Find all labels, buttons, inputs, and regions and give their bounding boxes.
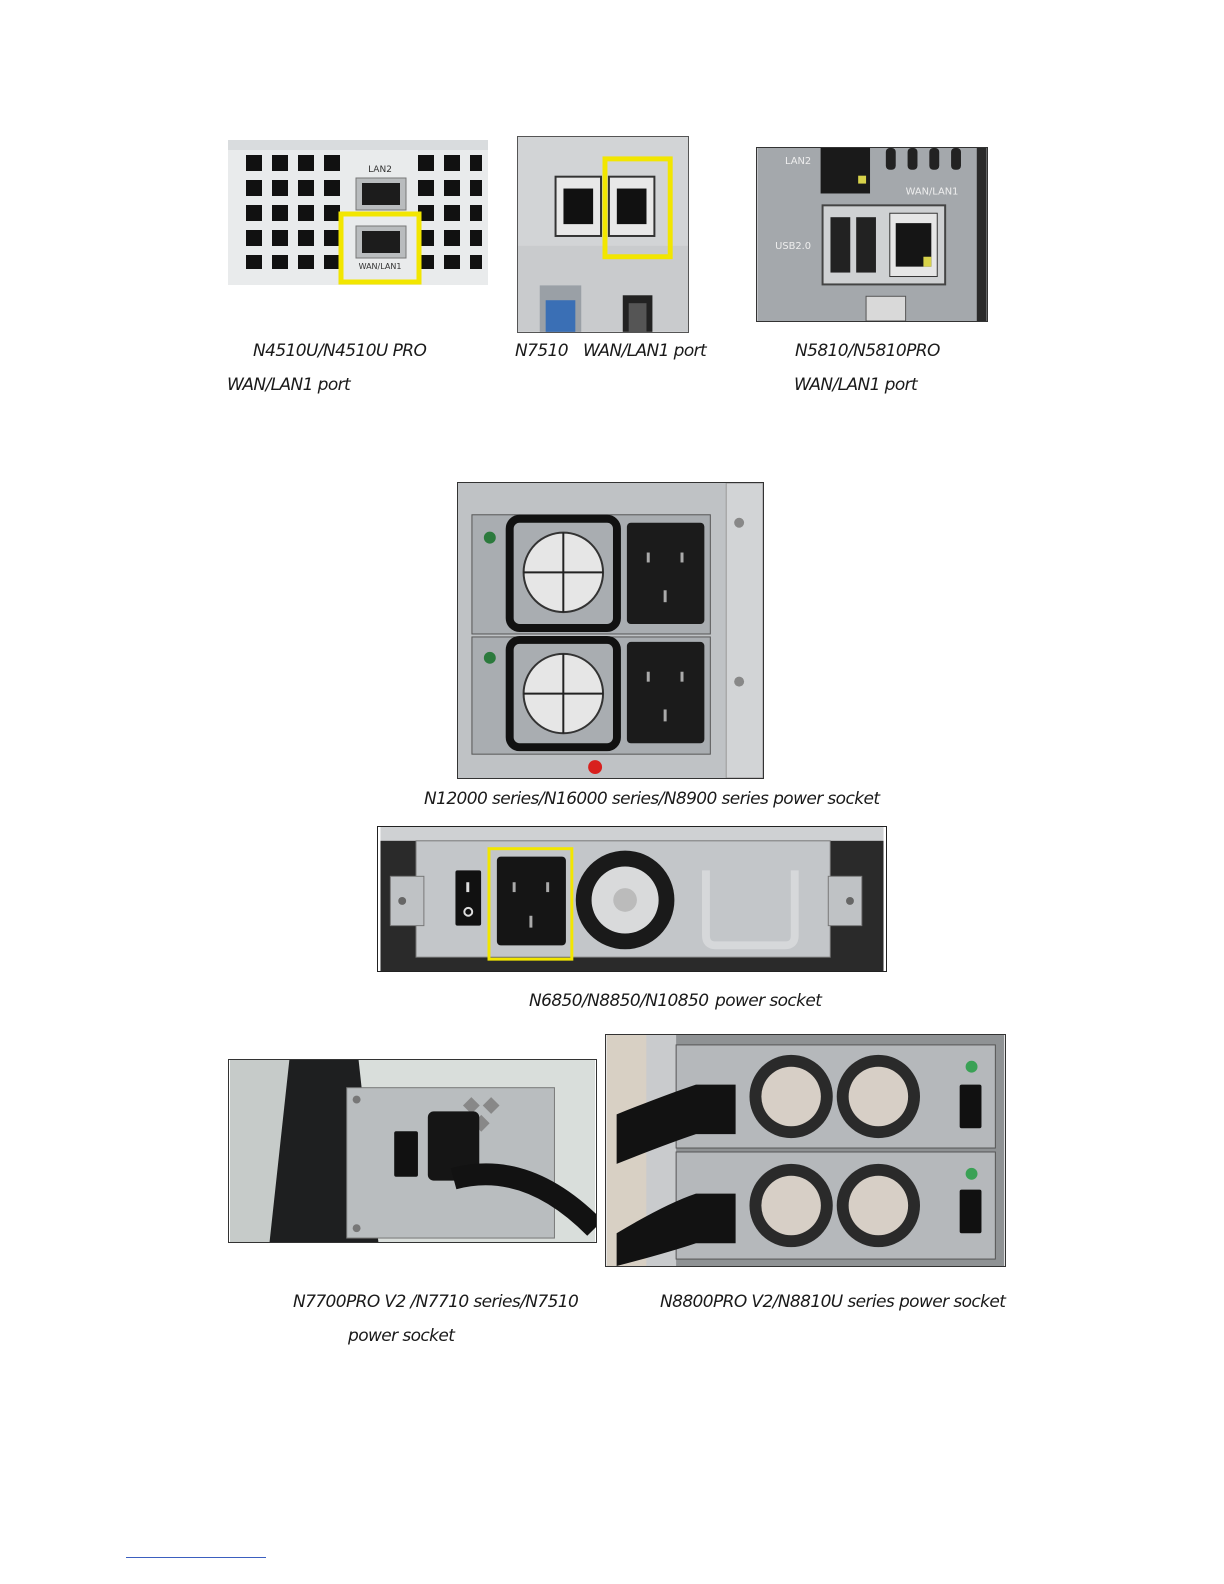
n8800-illustration [606,1035,1005,1266]
caption-n7510-model: N7510 [515,341,568,361]
photo-n6850-power-supply [377,826,887,972]
caption-n5810-port: WAN/LAN1 port [794,375,917,395]
photo-n4510u-rear-ports: LAN2 WAN/LAN1 [228,140,488,285]
photo-n7510-rear-ports [517,136,689,333]
caption-n8800: N8800PRO V2/N8810U series power socket [660,1292,1005,1312]
caption-n7700-socket: power socket [348,1326,454,1346]
power-socket-icon [627,642,704,743]
power-socket-icon [497,857,566,946]
power-switch-icon [960,1085,982,1129]
n6850-illustration [378,827,886,971]
power-socket-icon [627,523,704,624]
n4510u-illustration: LAN2 WAN/LAN1 [228,140,488,285]
caption-n6850-socket: power socket [715,991,821,1011]
photo-n12000-power-supply [457,482,764,779]
power-switch-icon [960,1190,982,1234]
lan2-label: LAN2 [785,156,811,167]
caption-n6850-model: N6850/N8850/N10850 [529,991,708,1011]
power-switch-icon [394,1131,418,1177]
photo-n5810-rear-ports: LAN2 WAN/LAN1 USB2.0 [756,147,988,322]
n7700-illustration [229,1060,596,1242]
n5810-illustration: LAN2 WAN/LAN1 USB2.0 [757,148,987,321]
caption-n5810-model: N5810/N5810PRO [795,341,940,361]
n12000-illustration [458,483,763,778]
photo-n8800-power-socket [605,1034,1006,1267]
ethernet-port-icon [890,213,937,276]
fan-icon [576,851,675,950]
power-switch-icon [455,870,481,925]
wan-lan1-label: WAN/LAN1 [906,186,959,197]
caption-n4510u-port: WAN/LAN1 port [227,375,350,395]
n7510-illustration [518,137,688,332]
photo-n7700-power-socket [228,1059,597,1243]
caption-n12000: N12000 series/N16000 series/N8900 series… [424,789,879,809]
caption-n7510-port: WAN/LAN1 port [583,341,706,361]
usb-label: USB2.0 [775,241,811,252]
footnote-separator [126,1557,266,1558]
wan-lan1-label: WAN/LAN1 [359,262,402,271]
lan2-label: LAN2 [368,165,392,175]
caption-n4510u-model: N4510U/N4510U PRO [253,341,426,361]
caption-n7700-models: N7700PRO V2 /N7710 series/N7510 [293,1292,578,1312]
